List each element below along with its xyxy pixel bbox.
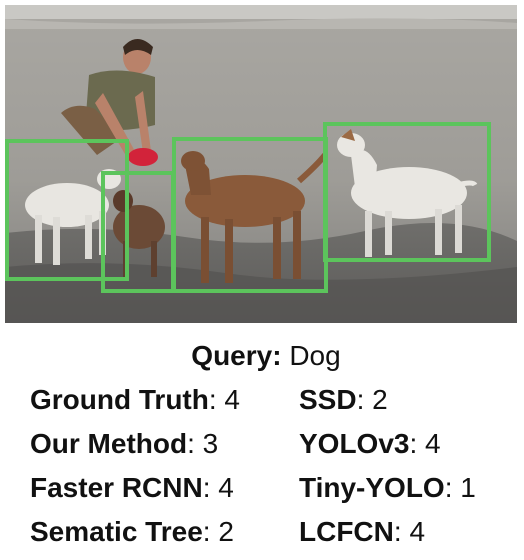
results-caption: Query: Dog Ground Truth: 4 SSD: 2 Our Me… <box>0 334 524 547</box>
beach-photo <box>5 5 517 323</box>
method-name: SSD <box>299 384 357 415</box>
detection-box-white-dog-right <box>323 122 491 262</box>
method-name: Faster RCNN <box>30 472 203 503</box>
query-line: Query: Dog <box>8 334 524 378</box>
method-name: Ground Truth <box>30 384 209 415</box>
result-sematic-tree: Sematic Tree: 2 <box>30 516 234 547</box>
method-count: 4 <box>425 428 441 459</box>
method-count: 2 <box>218 516 234 547</box>
result-yolov3: YOLOv3: 4 <box>299 428 441 459</box>
method-count: 1 <box>460 472 476 503</box>
result-ground-truth: Ground Truth: 4 <box>30 384 240 415</box>
method-count: 4 <box>409 516 426 547</box>
dog-white-right <box>337 129 478 257</box>
method-count: 2 <box>372 384 388 415</box>
result-faster-rcnn: Faster RCNN: 4 <box>30 472 234 503</box>
method-name: YOLOv3 <box>299 428 410 459</box>
result-ssd: SSD: 2 <box>299 384 388 415</box>
query-label: Query: <box>191 340 282 371</box>
frisbee <box>128 148 158 166</box>
method-count: 4 <box>218 472 234 503</box>
method-count: 4 <box>224 384 240 415</box>
method-name: Sematic Tree <box>30 516 203 547</box>
method-count: 3 <box>202 428 219 459</box>
method-name: LCFCN <box>299 516 394 547</box>
method-name: Tiny-YOLO <box>299 472 445 503</box>
method-name: Our Method <box>30 428 188 459</box>
result-tiny-yolo: Tiny-YOLO: 1 <box>299 472 476 503</box>
beach-scene-image <box>5 5 517 323</box>
result-lcfcn: LCFCN: 4 <box>299 516 426 547</box>
result-our-method: Our Method: 3 <box>30 428 219 459</box>
detection-box-white-dog-left <box>5 139 129 281</box>
query-value: Dog <box>289 340 341 371</box>
dog-brown-center <box>181 151 328 283</box>
